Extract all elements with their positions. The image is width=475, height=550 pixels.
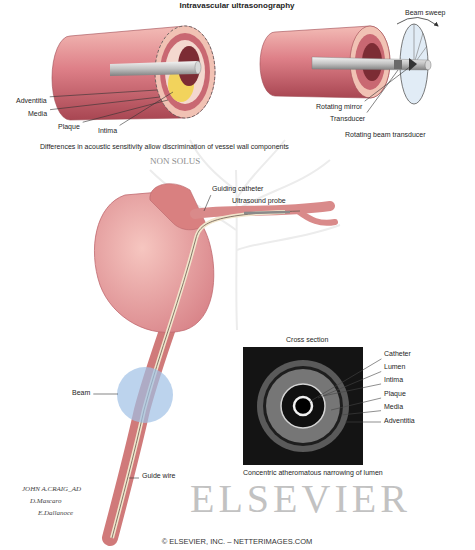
part-label: Media — [28, 110, 47, 117]
part-label: Plaque — [58, 123, 80, 130]
part-label: Intima — [98, 127, 117, 134]
leader-line — [50, 90, 157, 97]
transducer-vessel — [260, 17, 438, 104]
rotating-mirror — [409, 58, 417, 71]
leader-line — [323, 384, 381, 396]
leader-line — [367, 70, 398, 113]
leader-line — [120, 92, 173, 125]
panel-heading: Cross section — [286, 336, 328, 343]
part-label: Beam — [72, 389, 90, 396]
vessel-wall — [52, 26, 215, 120]
lumen — [281, 384, 325, 428]
watermark: NON SOLUS — [150, 157, 200, 166]
media-ring — [263, 366, 343, 446]
leader-line — [309, 359, 381, 402]
catheter — [110, 61, 198, 76]
transducer-element — [394, 60, 402, 69]
signature: E.Dallanoce — [38, 510, 73, 517]
caption-text: Differences in acoustic sensitivity allo… — [40, 143, 289, 150]
part-label: Rotating beam transducer — [345, 131, 426, 138]
inset-panel — [243, 347, 363, 465]
part-label: Catheter — [384, 350, 411, 357]
part-label: Rotating mirror — [316, 103, 362, 110]
tree-trunk — [236, 170, 237, 330]
coronary-branch — [298, 211, 335, 223]
beam-sector — [414, 24, 428, 64]
part-label: Lumen — [384, 363, 405, 370]
vessel-cutaway — [52, 26, 215, 120]
leader-line — [204, 195, 211, 211]
signature: JOHN A.CRAIG_AD — [22, 486, 81, 493]
caption-text: Concentric atheromatous narrowing of lum… — [243, 469, 383, 476]
part-label: Plaque — [384, 390, 406, 397]
beam-zone — [117, 367, 173, 423]
part-label: Guiding catheter — [212, 185, 263, 192]
diagram-title: Intravascular ultrasonography — [179, 2, 294, 10]
signature: D.Mascaro — [30, 498, 61, 505]
watermark: ELSEVIER — [190, 478, 411, 520]
leader-line — [50, 97, 160, 110]
part-label: Guide wire — [142, 472, 175, 479]
part-label: Adventitia — [384, 417, 415, 424]
part-label: Transducer — [330, 115, 365, 122]
probe-tip — [425, 60, 431, 70]
part-label: Media — [384, 403, 403, 410]
leader-line — [345, 422, 381, 423]
leader-line — [341, 411, 381, 415]
leader-line — [129, 478, 139, 479]
catheter-ring — [294, 397, 312, 415]
part-label: Adventitia — [16, 97, 47, 104]
part-label: Intima — [384, 376, 403, 383]
aortic-root — [150, 184, 206, 230]
ultrasound-probe — [244, 212, 290, 213]
leader-line — [331, 398, 381, 410]
cross-section-image — [243, 347, 363, 465]
adventitia-ring — [257, 360, 349, 452]
part-label: Beam sweep — [405, 9, 445, 16]
coronary-artery — [195, 206, 330, 214]
probe-rod — [312, 57, 428, 70]
plaque-ring — [266, 369, 340, 443]
copyright-text: © ELSEVIER, INC. – NETTERIMAGES.COM — [162, 538, 313, 546]
sweep-arrow — [397, 17, 438, 26]
leader-line — [93, 394, 118, 395]
catheter-tip — [195, 61, 201, 74]
leader-line — [318, 372, 381, 398]
part-label: Ultrasound probe — [232, 197, 286, 204]
